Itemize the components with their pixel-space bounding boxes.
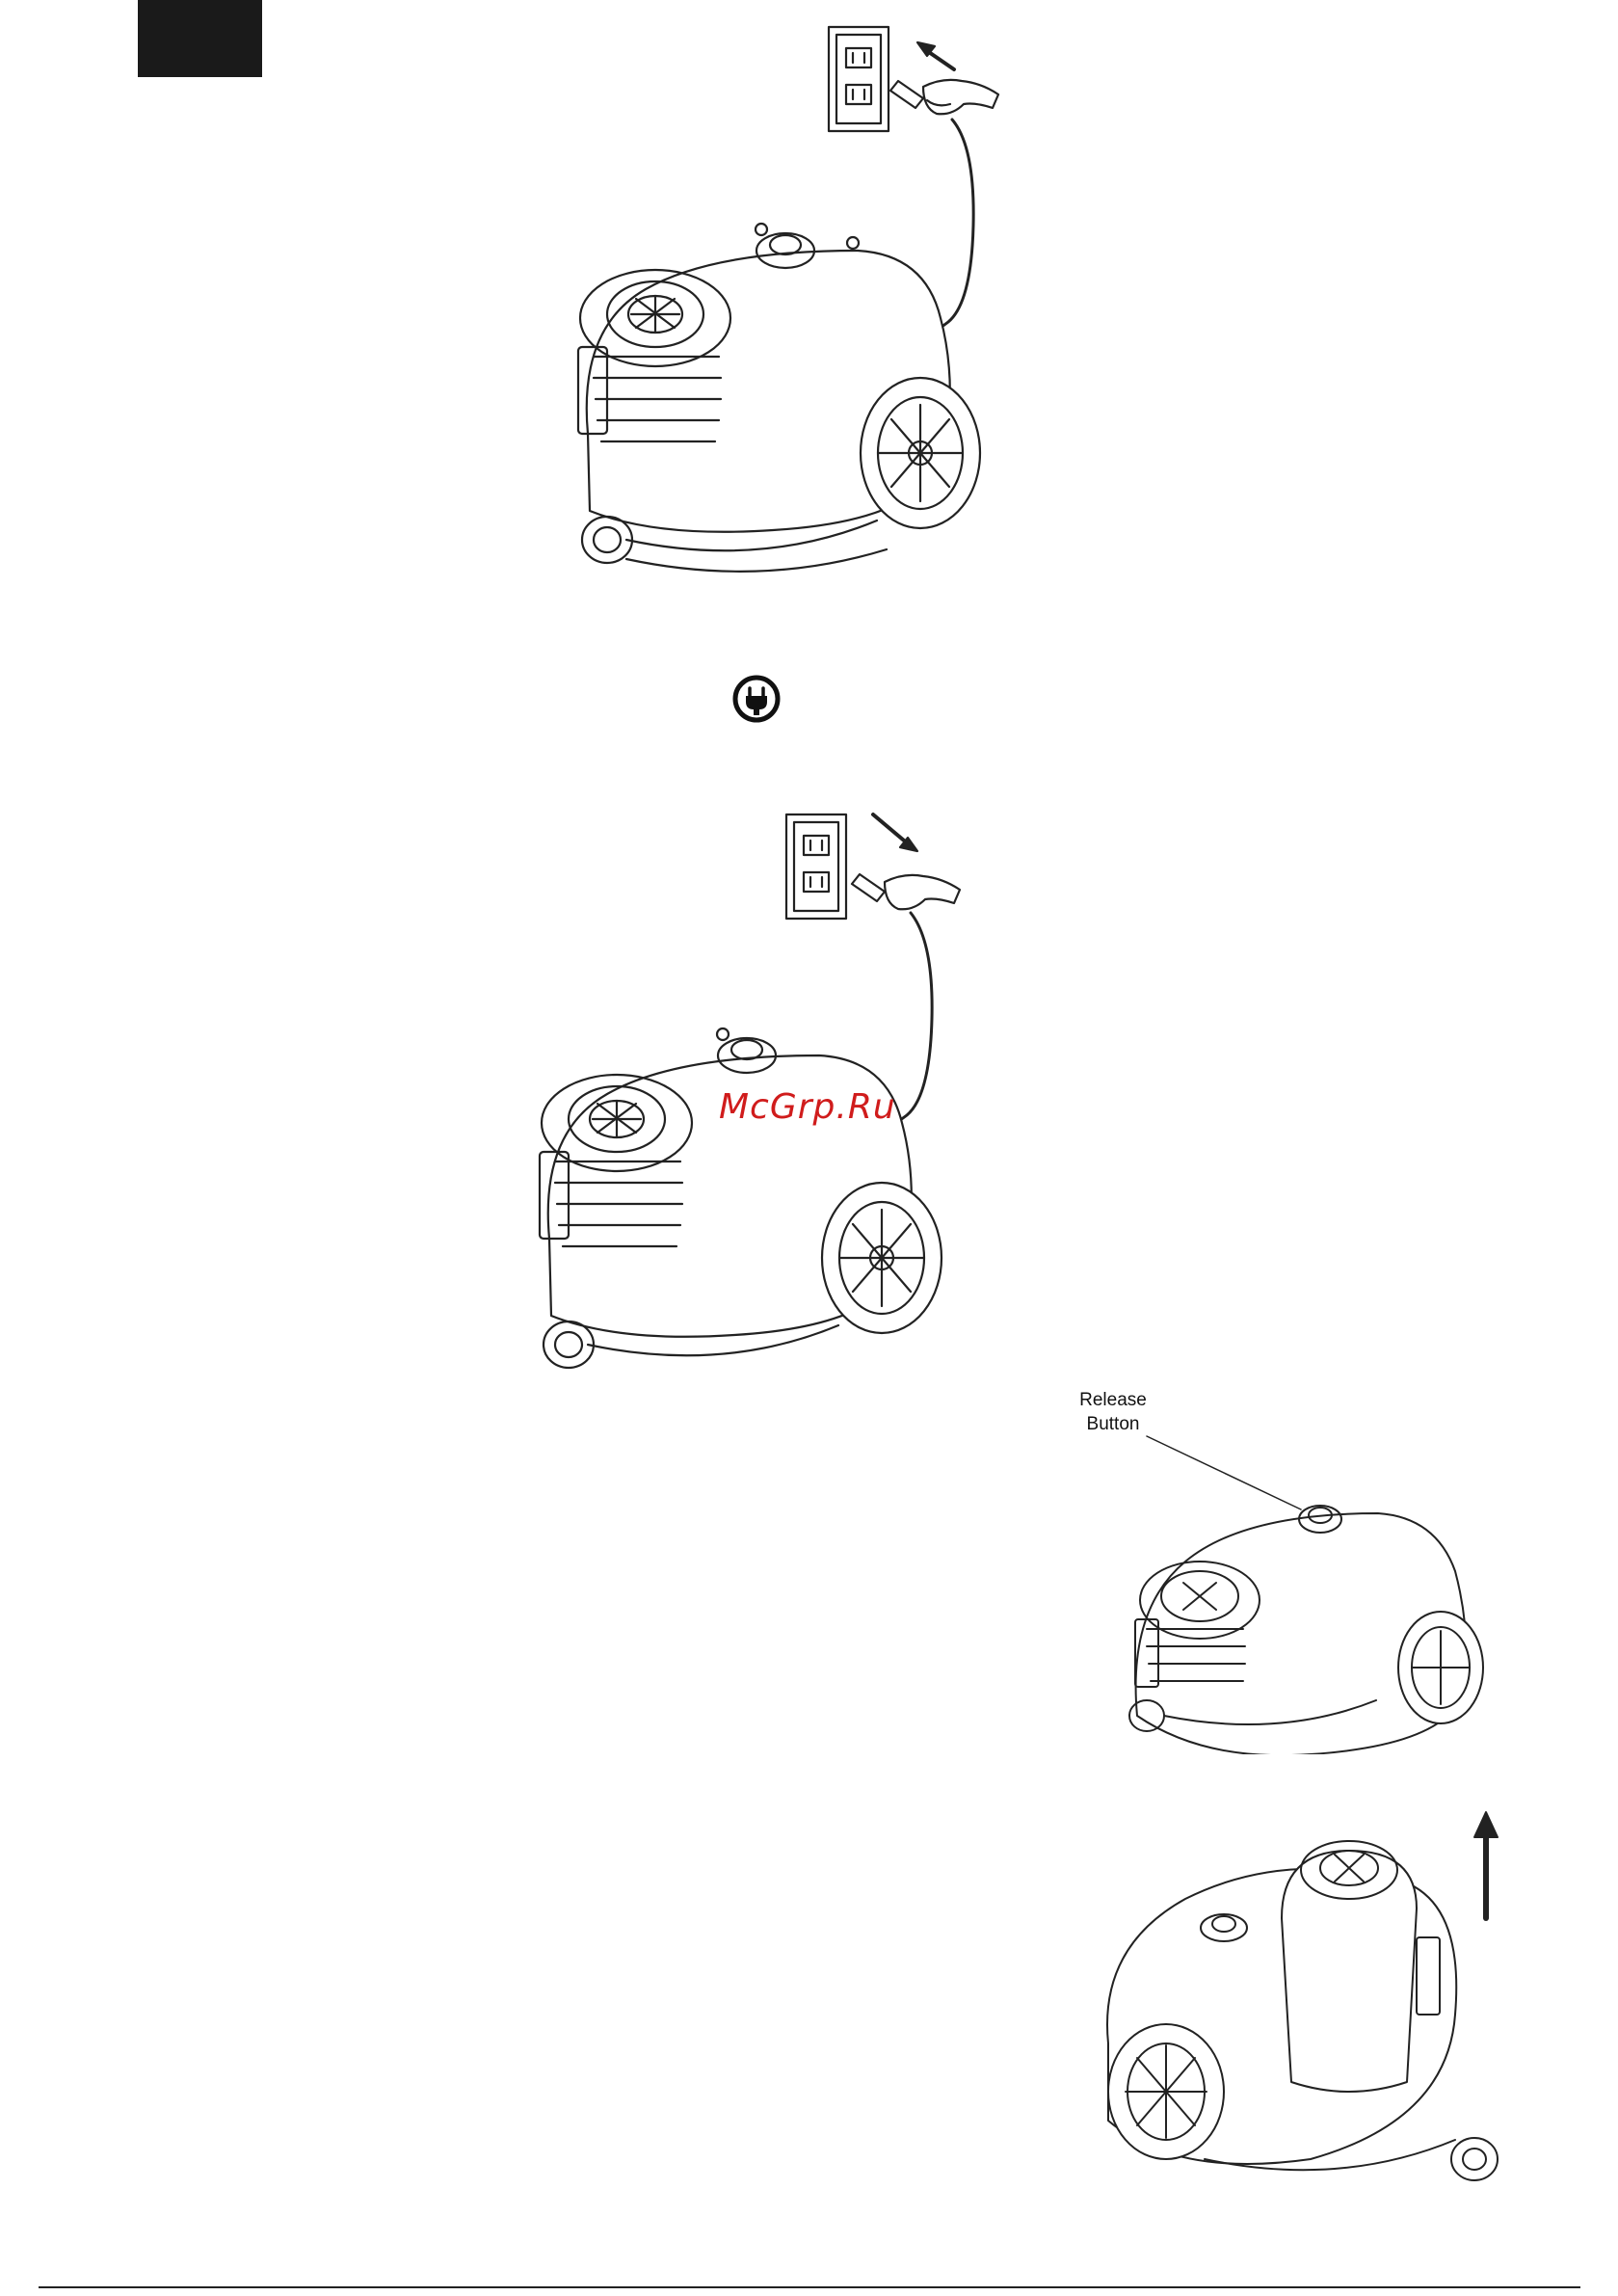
- plug-in-figure: [540, 19, 1021, 617]
- callout-leader-line: [1147, 1436, 1301, 1509]
- release-button-figure: [1108, 1427, 1513, 1754]
- insert-arrow-icon: [917, 42, 954, 69]
- page-corner-tab: [138, 0, 262, 77]
- hand-with-plug: [890, 80, 998, 114]
- watermark-text: McGrp.Ru: [719, 1087, 896, 1127]
- up-arrow-icon: [1474, 1812, 1498, 1918]
- lift-container-figure: [1089, 1793, 1532, 2217]
- vacuum-cleaner-body: [540, 1028, 942, 1368]
- wall-outlet: [829, 27, 889, 131]
- vacuum-cleaner-body: [578, 224, 980, 572]
- footer-rule: [39, 2286, 1580, 2288]
- power-plug-icon: [732, 675, 781, 723]
- callout-line-1: Release: [1046, 1388, 1180, 1412]
- wall-outlet: [786, 814, 846, 919]
- remove-arrow-icon: [873, 814, 917, 851]
- hand-with-plug: [852, 874, 960, 909]
